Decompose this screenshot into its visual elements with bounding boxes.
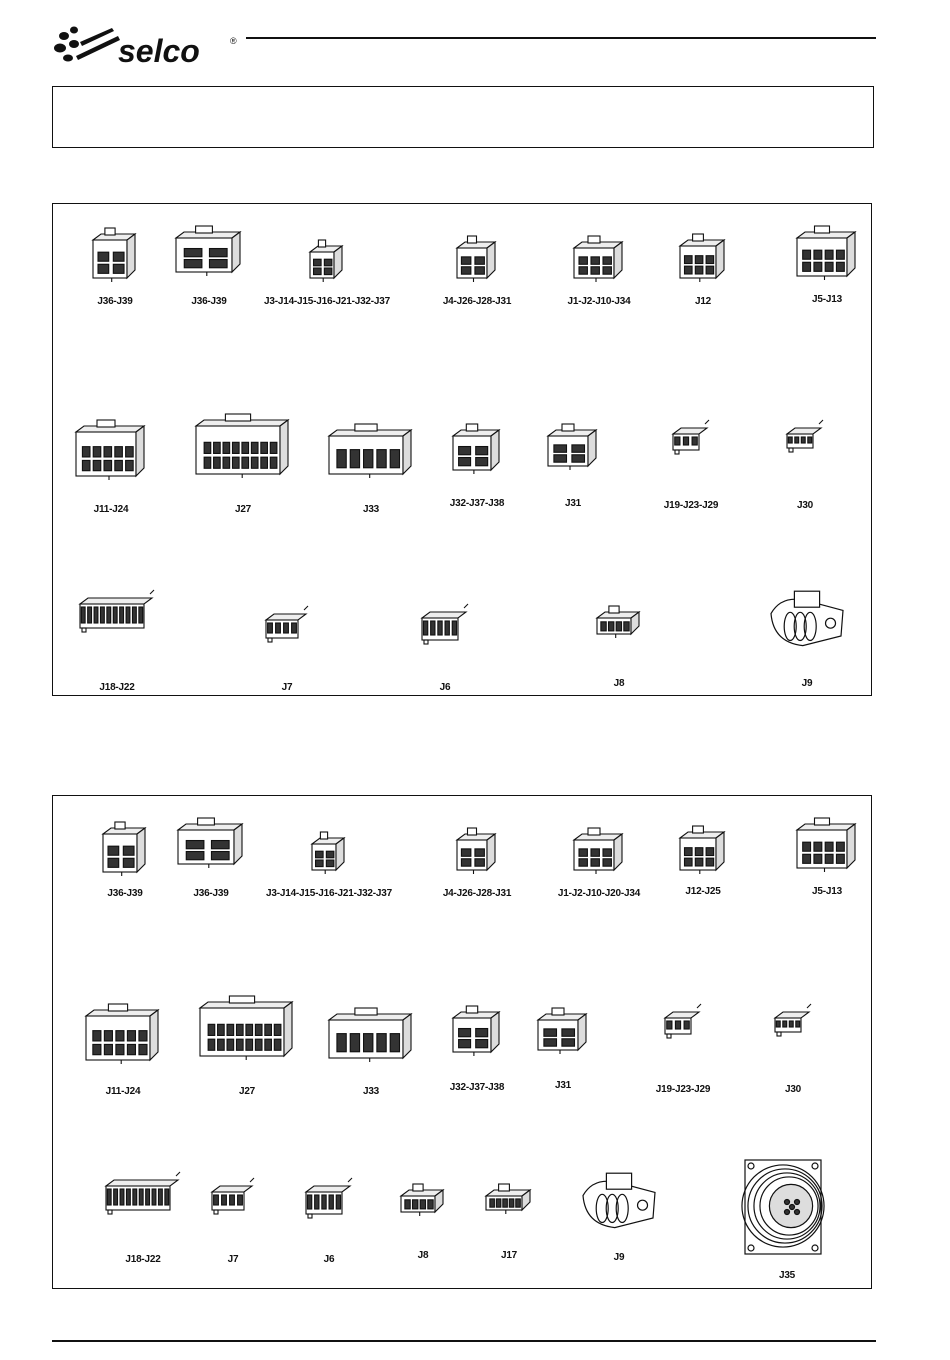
connector-label: J31	[554, 1080, 572, 1091]
connector-label: J4-J26-J28-J31	[442, 296, 512, 307]
connector-drawing	[264, 604, 310, 643]
footer-rule	[52, 1340, 876, 1342]
connector-label: J6	[323, 1254, 335, 1265]
connector-drawing	[741, 1152, 833, 1260]
connector-drawing	[678, 230, 728, 282]
connector-label: J30	[796, 500, 814, 511]
connector-drawing	[104, 1170, 182, 1215]
connector-drawing	[399, 1180, 447, 1216]
connector-label: J32-J37-J38	[449, 1082, 505, 1093]
connector-drawing	[595, 602, 643, 638]
connector-drawing	[572, 232, 626, 282]
connector-drawing	[327, 1004, 415, 1062]
connector-label: J8	[613, 678, 625, 689]
connector-drawing	[678, 822, 728, 874]
connector-label: J33	[362, 504, 380, 515]
connector-drawing	[308, 236, 346, 282]
connector-drawing	[765, 588, 849, 652]
connector-label: J8	[417, 1250, 429, 1261]
connector-drawing	[84, 1000, 162, 1064]
selco-logo: selco ®	[52, 22, 242, 69]
connector-panel-bottom: J36-J39 J36-J39 J3-J14-J15-J16-J21-J32-J37…	[52, 795, 872, 1289]
connector-label: J19-J23-J29	[655, 1084, 711, 1095]
connector-label: J12-J25	[685, 886, 721, 897]
header-rule	[246, 37, 876, 39]
connector-drawing	[194, 410, 292, 478]
connector-label: J33	[362, 1086, 380, 1097]
connector-drawing	[327, 420, 415, 478]
connector-label: J35	[778, 1270, 796, 1281]
connector-label: J5-J13	[812, 886, 842, 897]
connector-drawing	[663, 1002, 703, 1039]
connector-label: J18-J22	[125, 1254, 161, 1265]
connector-label: J30	[784, 1084, 802, 1095]
connector-label: J5-J13	[812, 294, 842, 305]
connector-label: J1-J2-J10-J20-J34	[557, 888, 641, 899]
connector-label: J11-J24	[105, 1086, 141, 1097]
connector-label: J12	[694, 296, 712, 307]
connector-drawing	[773, 1002, 813, 1037]
connector-panel-top: J36-J39 J36-J39 J3-J14-J15-J16-J21-J32-J37…	[52, 203, 872, 696]
connector-label: J36-J39	[191, 296, 227, 307]
title-box	[52, 86, 874, 148]
registered-mark: ®	[230, 36, 237, 46]
connector-drawing	[91, 224, 139, 282]
connector-label: J4-J26-J28-J31	[442, 888, 512, 899]
connector-label: J19-J23-J29	[663, 500, 719, 511]
connector-drawing	[198, 992, 296, 1060]
connector-drawing	[78, 588, 156, 633]
connector-label: J9	[801, 678, 813, 689]
connector-drawing	[795, 222, 859, 280]
connector-label: J7	[281, 682, 293, 693]
connector-drawing	[176, 814, 246, 868]
connector-label: J7	[227, 1254, 239, 1265]
logo-text: selco	[118, 33, 200, 68]
connector-label: J11-J24	[93, 504, 129, 515]
connector-drawing	[451, 1002, 503, 1056]
connector-label: J6	[439, 682, 451, 693]
connector-drawing	[210, 1176, 256, 1215]
connector-drawing	[785, 418, 825, 453]
connector-label: J9	[613, 1252, 625, 1263]
connector-drawing	[101, 818, 149, 876]
connector-drawing	[546, 420, 600, 470]
connector-label: J36-J39	[97, 296, 133, 307]
connector-label: J27	[238, 1086, 256, 1097]
connector-drawing	[455, 232, 499, 282]
connector-drawing	[536, 1004, 590, 1054]
connector-label: J3-J14-J15-J16-J21-J32-J37	[265, 888, 393, 899]
connector-label: J18-J22	[99, 682, 135, 693]
connector-drawing	[304, 1176, 354, 1219]
connector-drawing	[455, 824, 499, 874]
connector-drawing	[420, 602, 470, 645]
connector-label: J17	[500, 1250, 518, 1261]
connector-label: J3-J14-J15-J16-J21-J32-J37	[263, 296, 391, 307]
connector-drawing	[572, 824, 626, 874]
connector-drawing	[795, 814, 859, 872]
connector-label: J27	[234, 504, 252, 515]
connector-drawing	[484, 1180, 534, 1214]
connector-label: J36-J39	[107, 888, 143, 899]
connector-drawing	[451, 420, 503, 474]
connector-drawing	[174, 222, 244, 276]
connector-label: J36-J39	[193, 888, 229, 899]
connector-drawing	[74, 416, 148, 480]
connector-label: J32-J37-J38	[449, 498, 505, 509]
connector-label: J1-J2-J10-J34	[567, 296, 631, 307]
connector-drawing	[310, 828, 348, 874]
connector-label: J31	[564, 498, 582, 509]
connector-drawing	[577, 1170, 661, 1234]
connector-drawing	[671, 418, 711, 455]
